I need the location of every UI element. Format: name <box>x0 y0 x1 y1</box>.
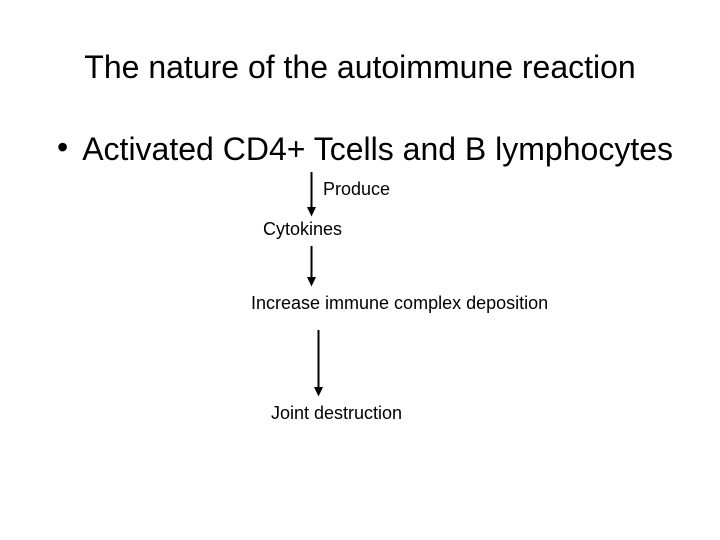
slide-title: The nature of the autoimmune reaction <box>84 49 636 85</box>
bullet-item: • Activated CD4+ Tcells and B lymphocytes <box>57 129 673 168</box>
produce-label: Produce <box>323 179 391 199</box>
bullet-text: Activated CD4+ Tcells and B lymphocytes <box>82 131 673 167</box>
arrow-down-1 <box>307 172 316 217</box>
arrow-down-2 <box>307 246 316 287</box>
bullet-marker: • <box>57 129 69 165</box>
flow-step-increase: Increase immune complex deposition <box>251 293 549 313</box>
arrow-down-3 <box>314 330 323 397</box>
flow-step-joint: Joint destruction <box>271 403 403 423</box>
flow-step-cytokines: Cytokines <box>263 219 343 239</box>
